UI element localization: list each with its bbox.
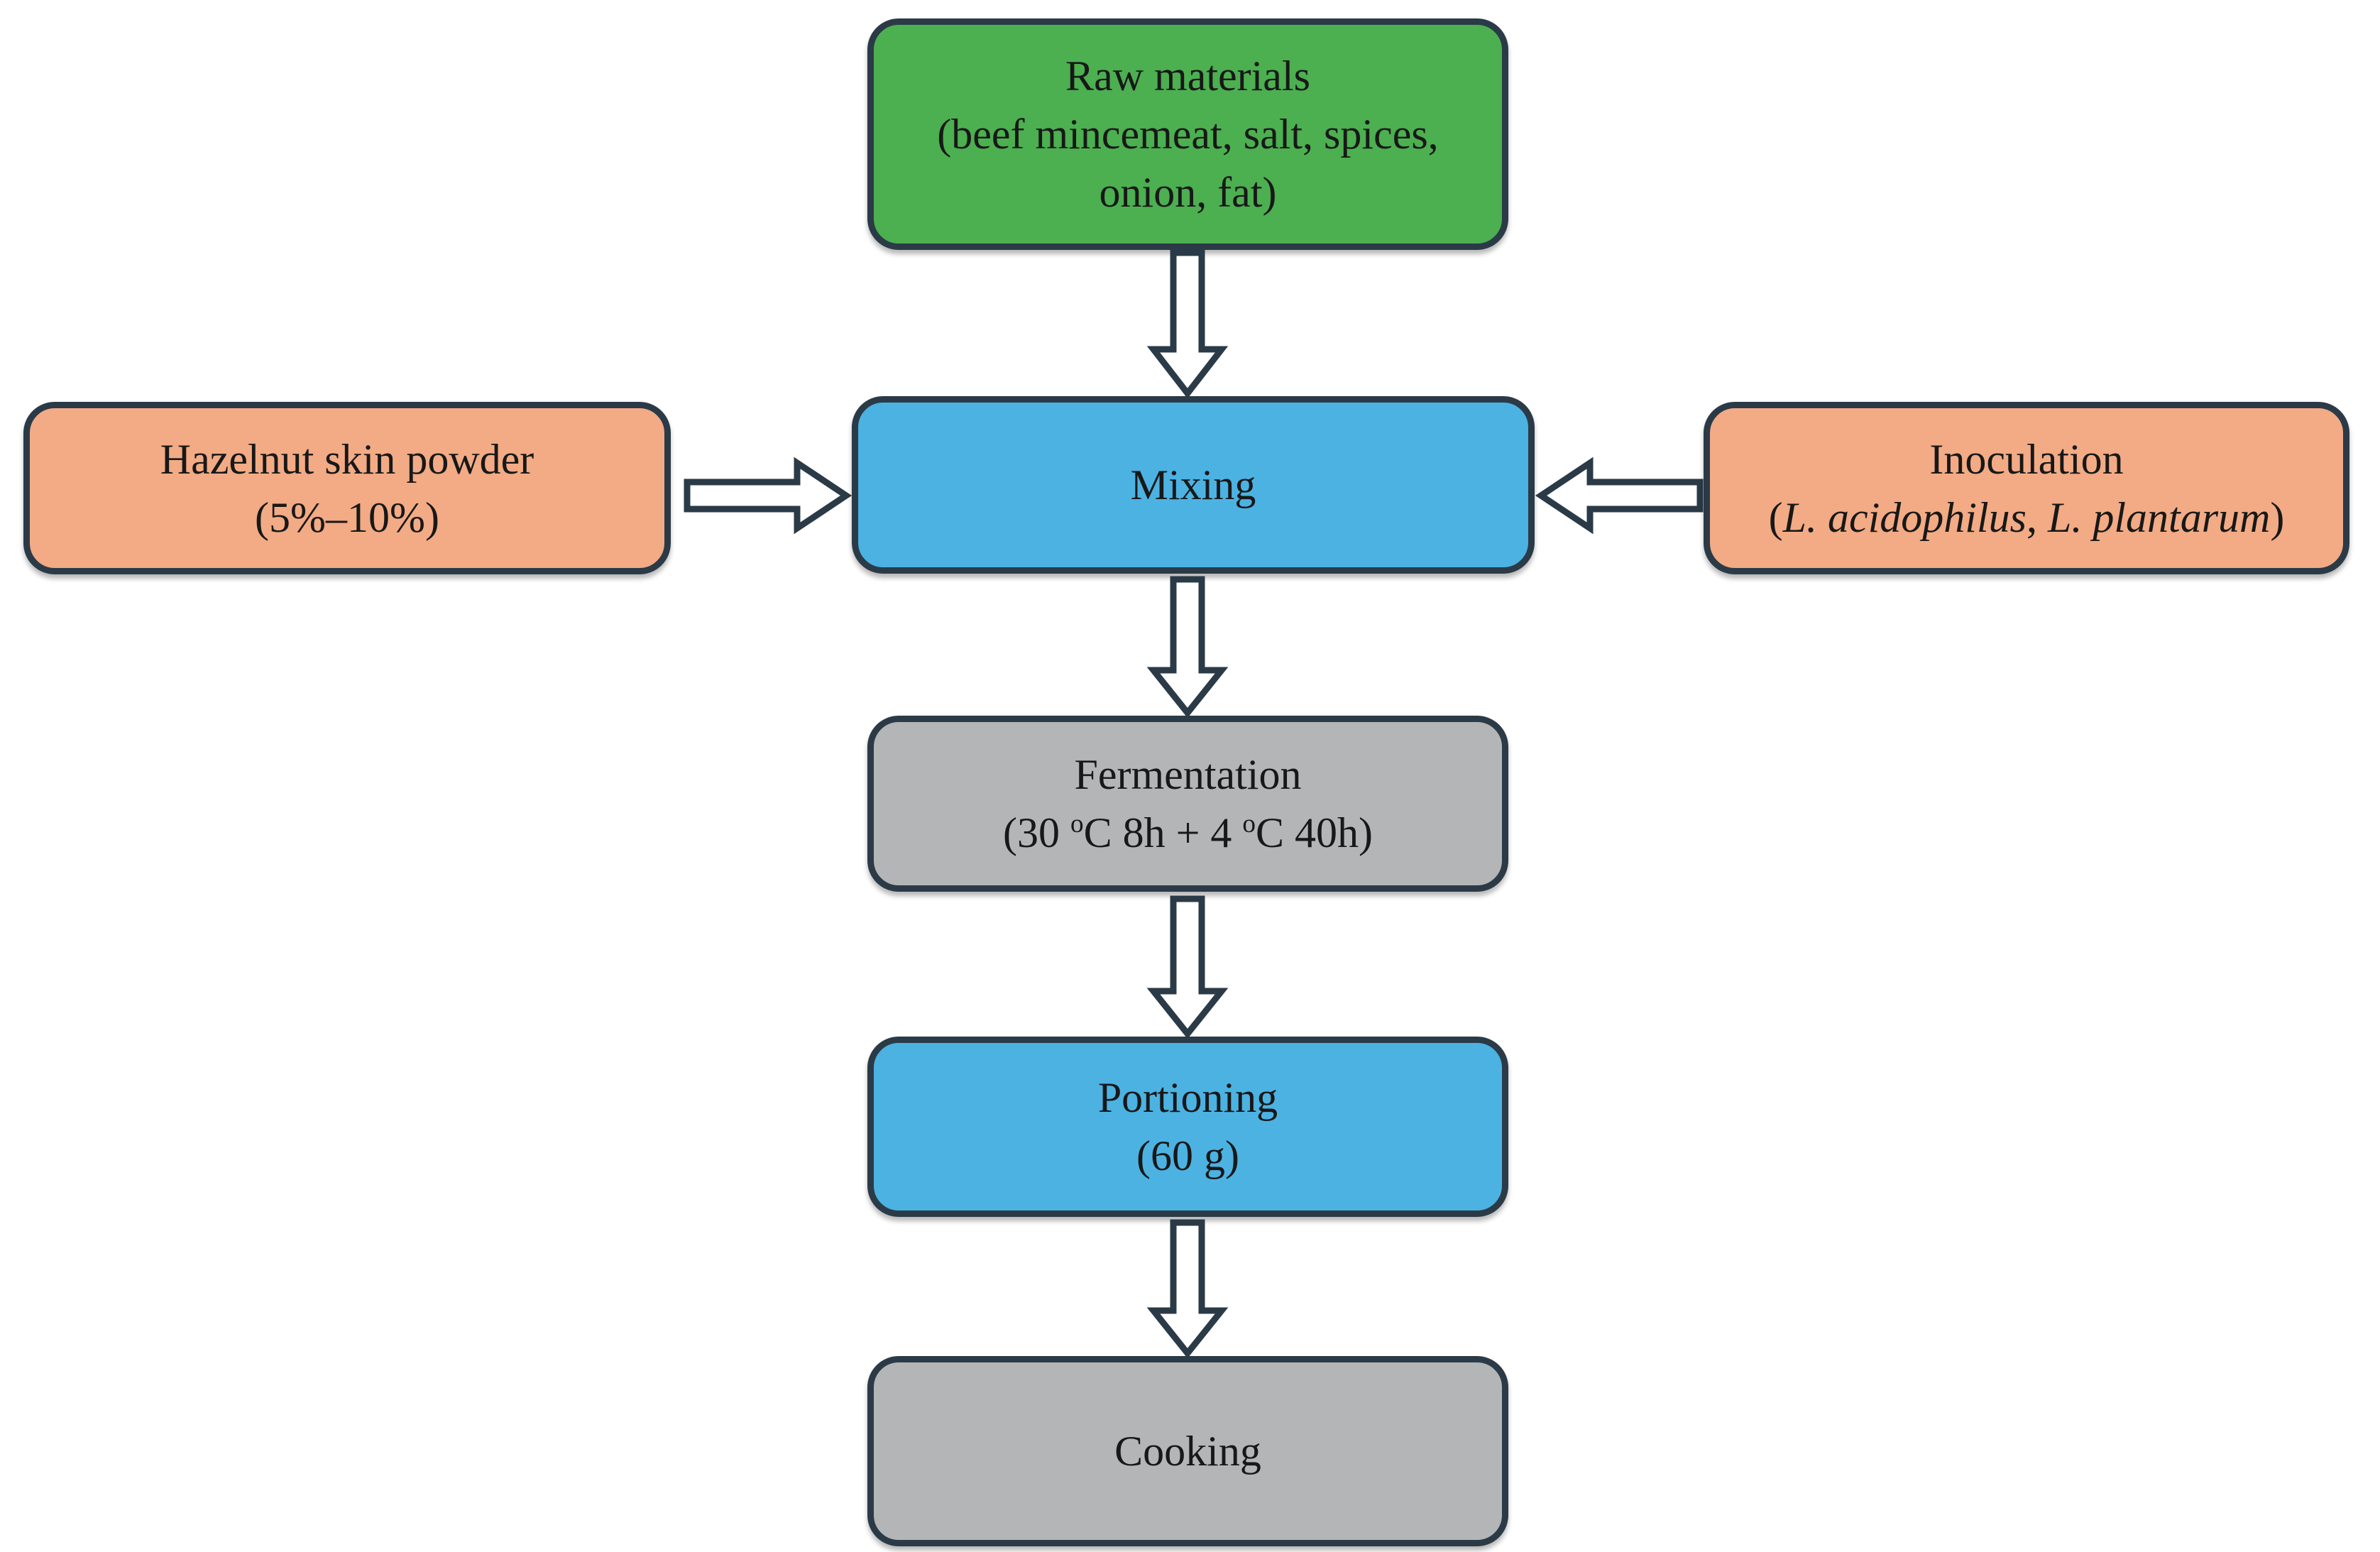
node-portioning-line-1: Portioning (1097, 1074, 1278, 1121)
node-mixing[interactable]: Mixing (852, 396, 1535, 574)
node-hazelnut-line-1: Hazelnut skin powder (160, 435, 534, 483)
node-fermentation-line-1: Fermentation (1074, 751, 1302, 798)
inoculation-species-1: L. acidophilus (1782, 493, 2027, 541)
node-raw-materials-line-2: (beef mincemeat, salt, spices, (937, 111, 1439, 158)
node-portioning-line-2: (60 g) (1136, 1132, 1239, 1179)
node-fermentation[interactable]: Fermentation (30 oC 8h + 4 oC 40h) (867, 716, 1508, 892)
arrow-fermentation-to-portioning (1146, 895, 1229, 1039)
node-portioning[interactable]: Portioning (60 g) (867, 1037, 1508, 1217)
node-fermentation-line-2: (30 oC 8h + 4 oC 40h) (1003, 805, 1373, 860)
node-inoculation-line-1: Inoculation (1929, 435, 2124, 483)
degree-superscript-1: o (1070, 809, 1084, 838)
inoculation-paren-open: ( (1768, 493, 1783, 541)
arrow-portioning-to-cooking (1146, 1219, 1229, 1359)
inoculation-paren-close: ) (2270, 493, 2285, 541)
fermentation-temp-c: C 40h) (1256, 809, 1373, 856)
arrow-mixing-to-fermentation (1146, 576, 1229, 718)
arrow-hazelnut-to-mixing (684, 457, 852, 535)
node-raw-materials-line-3: onion, fat) (1099, 169, 1277, 216)
node-cooking-line-1: Cooking (1114, 1428, 1261, 1475)
node-hazelnut-line-2: (5%–10%) (255, 493, 439, 541)
node-hazelnut-skin-powder[interactable]: Hazelnut skin powder (5%–10%) (23, 402, 671, 574)
node-cooking[interactable]: Cooking (867, 1356, 1508, 1546)
node-inoculation-line-2: (L. acidophilus, L. plantarum) (1769, 490, 2285, 545)
node-mixing-line-1: Mixing (1130, 461, 1256, 508)
fermentation-temp-a: (30 (1002, 809, 1070, 856)
node-inoculation[interactable]: Inoculation (L. acidophilus, L. plantaru… (1704, 402, 2349, 574)
arrow-inoculation-to-mixing (1535, 457, 1704, 535)
degree-superscript-2: o (1242, 809, 1256, 838)
arrow-raw-materials-to-mixing (1146, 249, 1229, 399)
fermentation-temp-b: C 8h + 4 (1083, 809, 1243, 856)
inoculation-species-2: L. plantarum (2047, 493, 2271, 541)
inoculation-separator: , (2026, 493, 2048, 541)
node-raw-materials-line-1: Raw materials (1065, 53, 1310, 99)
node-raw-materials[interactable]: Raw materials (beef mincemeat, salt, spi… (867, 18, 1508, 250)
